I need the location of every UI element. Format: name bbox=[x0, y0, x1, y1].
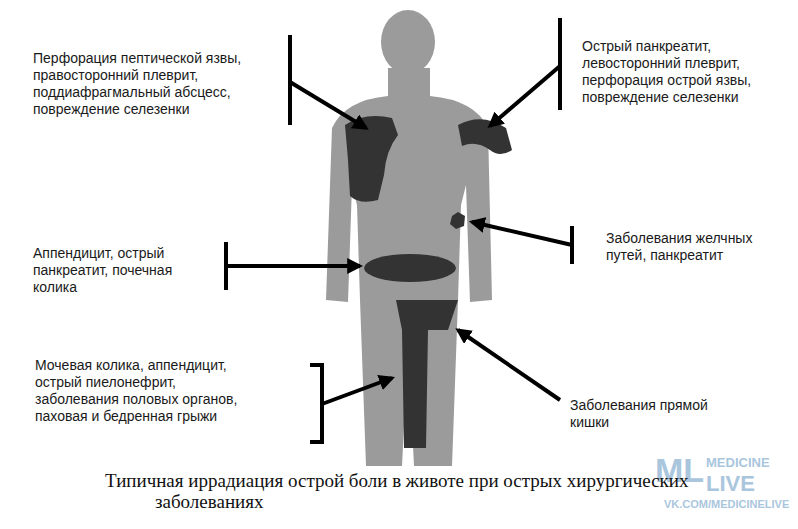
umbilical-zone bbox=[364, 254, 456, 282]
left-shoulder-zone bbox=[458, 119, 512, 154]
pain-zones bbox=[345, 116, 512, 448]
zone-note: Мочевая колика, аппендицит, острый пиело… bbox=[35, 357, 260, 425]
watermark: LIVE bbox=[706, 472, 755, 495]
bracket bbox=[558, 18, 562, 110]
right-shoulder-zone bbox=[345, 116, 398, 202]
bracket bbox=[310, 365, 322, 442]
zone-note: Заболевания прямой кишки bbox=[570, 397, 720, 431]
arrow bbox=[290, 82, 366, 128]
arrow bbox=[322, 378, 392, 404]
leader-arrows bbox=[226, 18, 572, 442]
arrow bbox=[490, 66, 560, 126]
arrow bbox=[458, 330, 560, 400]
zone-note: Перфорация пептической язвы, правосторон… bbox=[33, 50, 283, 118]
gallbladder-zone bbox=[450, 212, 465, 229]
zone-note: Острый панкреатит, левосторонний плеврит… bbox=[582, 38, 792, 106]
figure-caption: Типичная иррадиация острой боли в животе… bbox=[155, 470, 783, 512]
watermark: VK.COM/MEDICINELIVE bbox=[664, 498, 789, 510]
groin-zone bbox=[396, 300, 458, 448]
arrow bbox=[472, 222, 572, 245]
zone-note: Аппендицит, острый панкреатит, почечная … bbox=[33, 245, 218, 296]
watermark: MEDICINE bbox=[706, 456, 770, 470]
body-silhouette bbox=[326, 10, 492, 466]
bracket bbox=[288, 35, 292, 125]
zone-note: Заболевания желчных путей, панкреатит bbox=[606, 230, 756, 264]
arrow bbox=[226, 264, 360, 268]
